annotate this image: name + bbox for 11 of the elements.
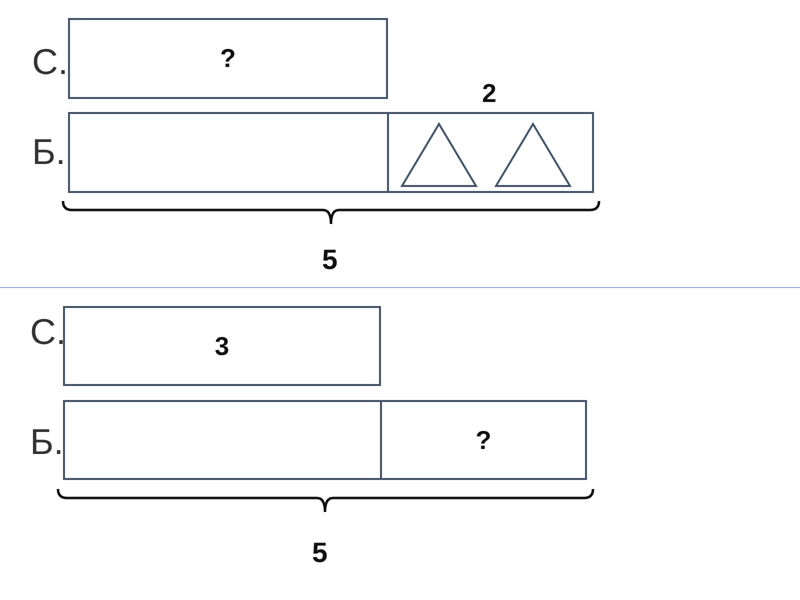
box-label: ? xyxy=(476,424,492,456)
row-label: Б. xyxy=(30,422,59,462)
total-label: 5 xyxy=(312,537,328,569)
box xyxy=(380,400,587,480)
box xyxy=(68,18,388,99)
total-label: 5 xyxy=(322,244,338,276)
row-label: Б. xyxy=(32,132,61,172)
box-label: ? xyxy=(220,43,236,74)
box-label: 3 xyxy=(214,330,230,362)
number-label: 2 xyxy=(482,78,496,109)
box xyxy=(63,306,381,386)
